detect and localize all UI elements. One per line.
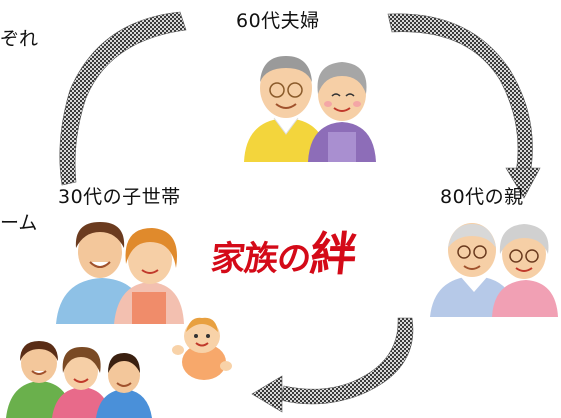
young-couple-30s-illustration: [56, 222, 184, 324]
arrow-arc-top-left: [59, 11, 187, 186]
label-30s-family: 30代の子世帯: [58, 186, 181, 208]
children-group-illustration: [6, 341, 152, 418]
arrow-head-bottom: [251, 375, 283, 413]
label-60s-couple: 60代夫婦: [236, 10, 320, 32]
arrow-head-top-right: [505, 167, 541, 199]
title-small-text: 家族の: [209, 239, 313, 279]
label-80s-parents: 80代の親: [440, 186, 524, 208]
title-big-text: 絆: [307, 227, 359, 281]
arrow-arc-bottom: [279, 317, 414, 405]
cropped-text-line1: ぞれ: [0, 28, 39, 50]
elderly-couple-80s-illustration: [430, 223, 558, 317]
elderly-couple-60s-illustration: [244, 56, 376, 162]
cropped-text-line2: ーム: [0, 212, 38, 234]
arrow-arc-top-right: [387, 13, 533, 176]
family-bond-title: 家族の絆: [209, 218, 360, 284]
baby-illustration: [172, 317, 232, 380]
